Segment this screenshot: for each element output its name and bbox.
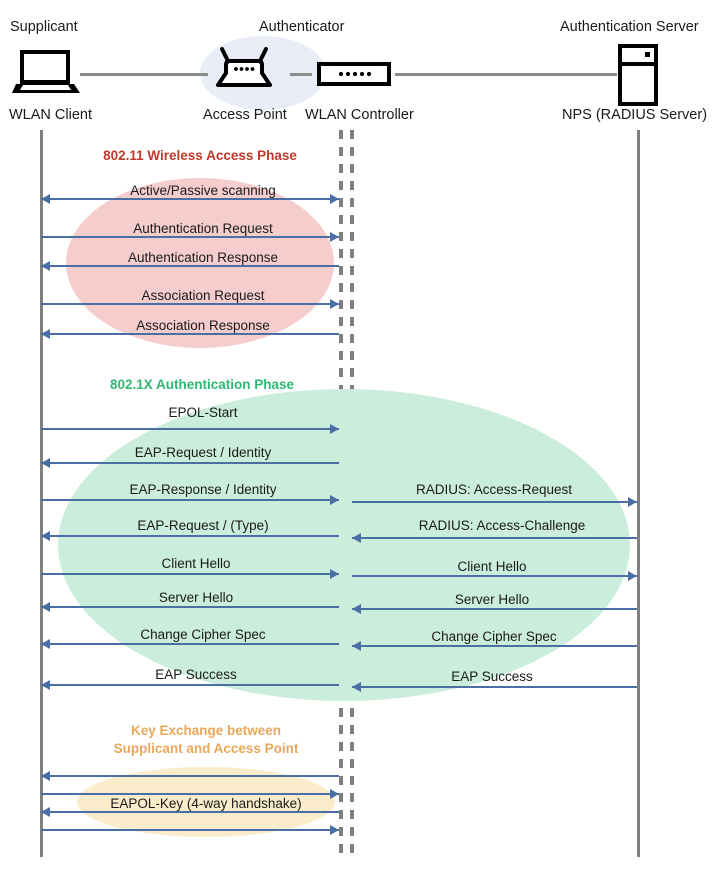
actor-role-authentication-server: Authentication Server bbox=[560, 19, 699, 35]
arrowhead-left-icon bbox=[41, 771, 50, 781]
message-line bbox=[41, 303, 339, 305]
laptop-icon bbox=[12, 50, 80, 99]
message-line bbox=[352, 645, 637, 647]
message-label: Association Response bbox=[136, 318, 270, 333]
message-line bbox=[41, 643, 339, 645]
arrowhead-left-icon bbox=[41, 194, 50, 204]
wire-ap-to-controller bbox=[290, 73, 312, 76]
message-label: Active/Passive scanning bbox=[130, 183, 276, 198]
arrowhead-right-icon bbox=[330, 232, 339, 242]
message-line bbox=[41, 606, 339, 608]
lifeline-supplicant bbox=[40, 130, 43, 857]
message-line bbox=[41, 573, 339, 575]
wire-controller-to-server bbox=[395, 73, 617, 76]
message-label: EAP-Response / Identity bbox=[129, 482, 277, 497]
phase-blob-key-exchange bbox=[77, 767, 335, 837]
arrowhead-right-icon bbox=[628, 497, 637, 507]
message-line bbox=[41, 198, 339, 200]
arrowhead-right-icon bbox=[330, 424, 339, 434]
arrowhead-right-icon bbox=[330, 569, 339, 579]
wire-client-to-ap bbox=[80, 73, 208, 76]
arrowhead-right-icon bbox=[330, 194, 339, 204]
arrowhead-left-icon bbox=[352, 641, 361, 651]
message-line bbox=[352, 575, 637, 577]
message-label: EAP Success bbox=[451, 669, 533, 684]
arrowhead-left-icon bbox=[41, 458, 50, 468]
message-label: Change Cipher Spec bbox=[140, 627, 266, 642]
server-icon bbox=[618, 44, 658, 111]
message-label: EAPOL-Key (4-way handshake) bbox=[110, 796, 302, 811]
actor-role-authenticator: Authenticator bbox=[259, 19, 345, 35]
actor-device-wlan-controller: WLAN Controller bbox=[305, 107, 414, 123]
message-label: EAP-Request / (Type) bbox=[137, 518, 269, 533]
phase-blob-802-1x bbox=[58, 389, 630, 701]
message-label: Client Hello bbox=[457, 559, 527, 574]
arrowhead-left-icon bbox=[352, 533, 361, 543]
message-label: Association Request bbox=[141, 288, 265, 303]
arrowhead-left-icon bbox=[41, 602, 50, 612]
message-line bbox=[41, 811, 339, 813]
lifeline-authentication-server bbox=[637, 130, 640, 857]
message-line bbox=[41, 535, 339, 537]
message-line bbox=[41, 829, 339, 831]
arrowhead-right-icon bbox=[330, 299, 339, 309]
message-line bbox=[41, 684, 339, 686]
arrowhead-right-icon bbox=[330, 789, 339, 799]
arrowhead-left-icon bbox=[41, 261, 50, 271]
message-label: Change Cipher Spec bbox=[431, 629, 557, 644]
arrowhead-right-icon bbox=[330, 825, 339, 835]
message-line bbox=[41, 428, 339, 430]
message-label: Server Hello bbox=[454, 592, 530, 607]
phase-blob-802-11 bbox=[66, 178, 334, 348]
actor-device-wlan-client: WLAN Client bbox=[9, 107, 92, 123]
arrowhead-left-icon bbox=[352, 604, 361, 614]
message-line bbox=[41, 236, 339, 238]
message-label: Authentication Response bbox=[127, 250, 279, 265]
message-line bbox=[352, 686, 637, 688]
message-line bbox=[41, 462, 339, 464]
phase-label-802-11: 802.11 Wireless Access Phase bbox=[103, 148, 297, 163]
message-label: Server Hello bbox=[158, 590, 234, 605]
arrowhead-left-icon bbox=[41, 680, 50, 690]
message-label: Client Hello bbox=[161, 556, 231, 571]
message-label: RADIUS: Access-Request bbox=[415, 482, 573, 497]
actor-role-supplicant: Supplicant bbox=[10, 19, 78, 35]
arrowhead-left-icon bbox=[41, 329, 50, 339]
message-line bbox=[352, 537, 637, 539]
message-line bbox=[41, 499, 339, 501]
message-label: EAP-Request / Identity bbox=[134, 445, 272, 460]
arrowhead-left-icon bbox=[41, 807, 50, 817]
phase-label-802-1x: 802.1X Authentication Phase bbox=[109, 377, 295, 392]
phase-label-key-exchange: Key Exchange between Supplicant and Acce… bbox=[113, 723, 299, 757]
arrowhead-left-icon bbox=[41, 639, 50, 649]
message-line bbox=[41, 333, 339, 335]
message-line bbox=[352, 501, 637, 503]
actor-device-nps-radius-server: NPS (RADIUS Server) bbox=[562, 107, 708, 123]
arrowhead-right-icon bbox=[628, 571, 637, 581]
message-label: EPOL-Start bbox=[168, 405, 238, 420]
message-label: Authentication Request bbox=[133, 221, 273, 236]
actor-device-access-point: Access Point bbox=[203, 107, 287, 123]
arrowhead-right-icon bbox=[330, 495, 339, 505]
arrowhead-left-icon bbox=[41, 531, 50, 541]
message-line bbox=[41, 793, 339, 795]
access-point-icon bbox=[214, 47, 274, 96]
wlan-controller-icon bbox=[317, 62, 391, 91]
message-label: RADIUS: Access-Challenge bbox=[418, 518, 586, 533]
message-line bbox=[41, 265, 339, 267]
message-line bbox=[352, 608, 637, 610]
message-label: EAP Success bbox=[155, 667, 237, 682]
message-line bbox=[41, 775, 339, 777]
arrowhead-left-icon bbox=[352, 682, 361, 692]
